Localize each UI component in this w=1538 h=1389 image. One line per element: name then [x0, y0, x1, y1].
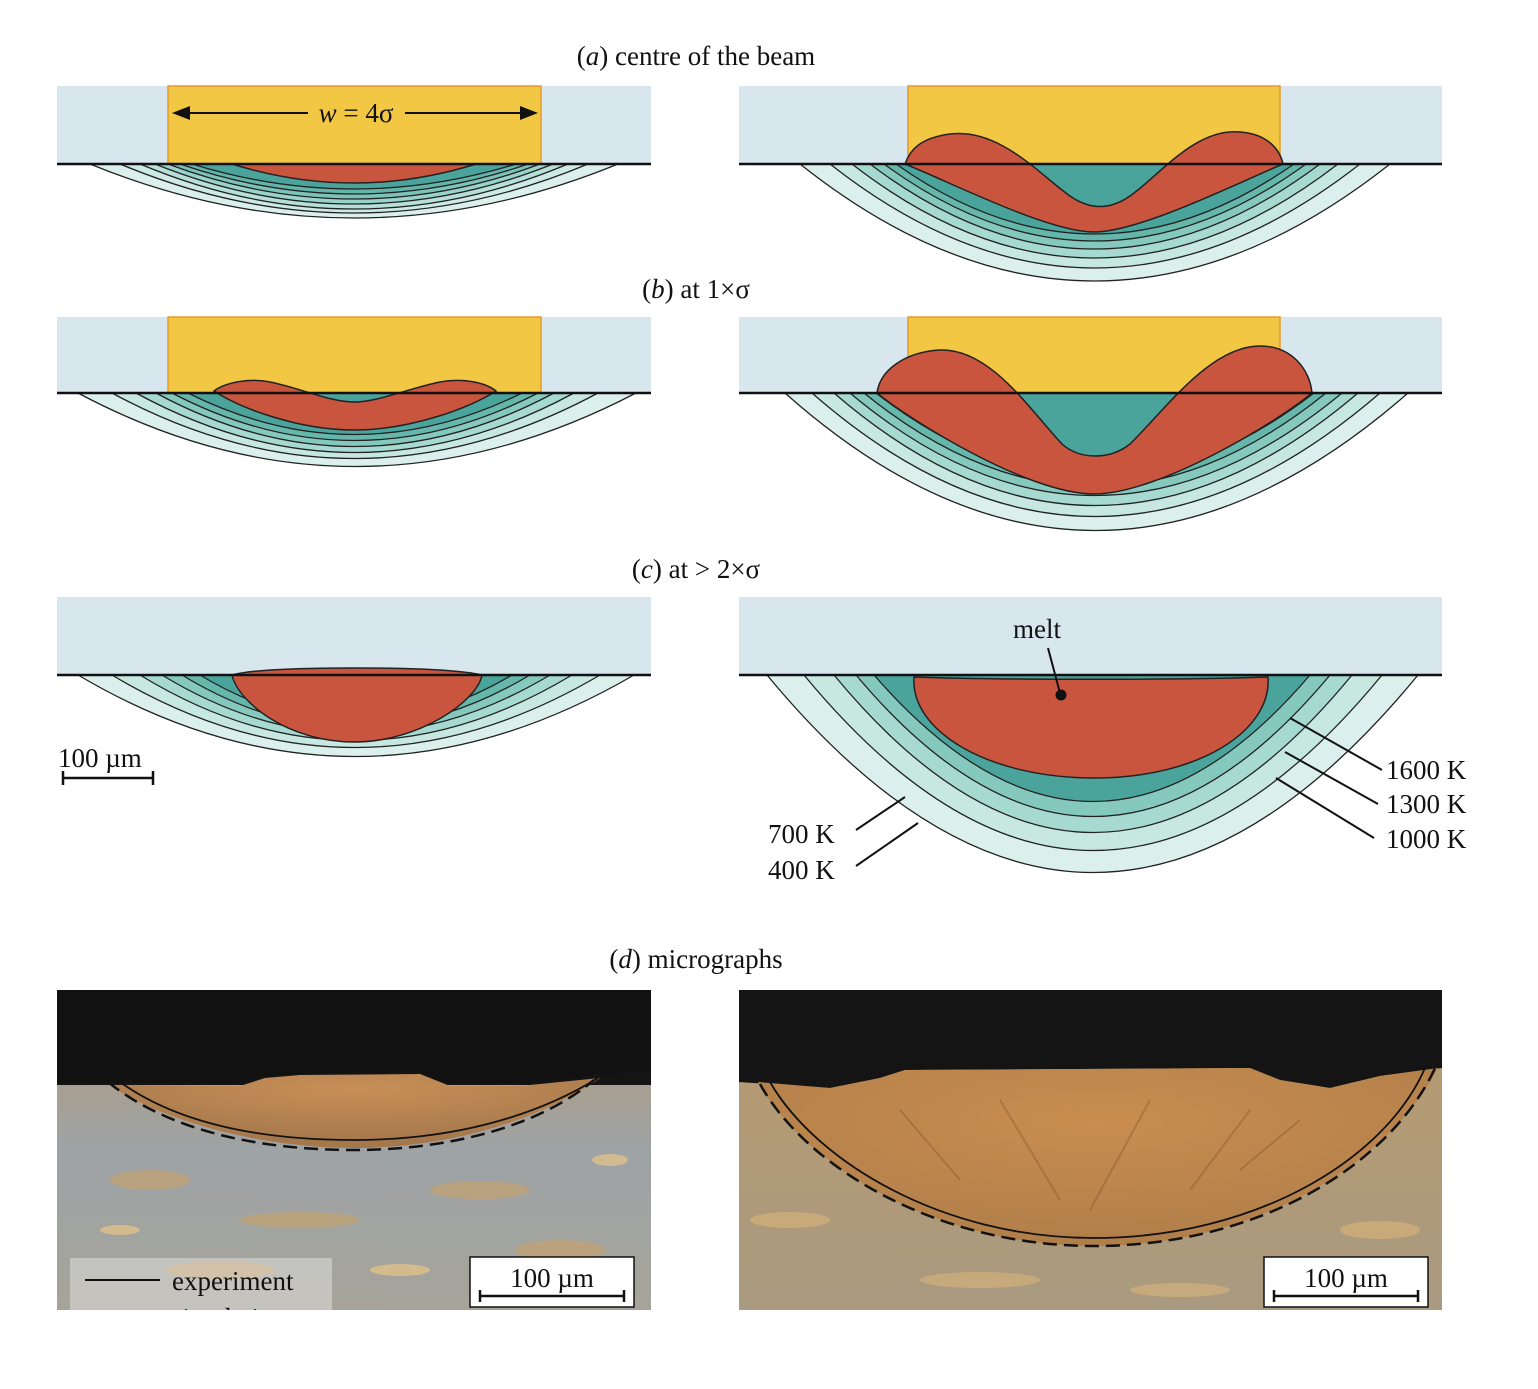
micrograph-left: experiment simulation 100 µm — [57, 990, 651, 1333]
micrograph-right: 100 µm — [739, 990, 1442, 1310]
panel-c-right: melt 1600 K 1300 K 1000 K 700 K 400 K — [739, 597, 1467, 885]
legend-simulation-label: simulation — [172, 1303, 286, 1333]
caption-b: (b) at 1×σ — [642, 274, 750, 304]
panel-b-right — [739, 316, 1442, 532]
caption-a: (a) centre of the beam — [577, 41, 815, 71]
panel-a-right — [739, 85, 1442, 282]
panel-c-left: 100 µm — [57, 597, 651, 785]
caption-c: (c) at > 2×σ — [632, 554, 761, 584]
micrograph-left-scale-label: 100 µm — [510, 1263, 594, 1293]
isotherm-400-label: 400 K — [768, 855, 835, 885]
panel-a-left: w = 4σ — [57, 85, 651, 219]
isotherm-1300-label: 1300 K — [1386, 789, 1467, 819]
scale-bar-label: 100 µm — [58, 743, 142, 773]
isotherm-700-label: 700 K — [768, 819, 835, 849]
micrograph-right-scale-label: 100 µm — [1304, 1263, 1388, 1293]
beam-width-label: w = 4σ — [319, 98, 394, 128]
caption-d: (d) micrographs — [609, 944, 782, 974]
legend-experiment-label: experiment — [172, 1266, 294, 1296]
panel-b-left — [57, 316, 651, 468]
isotherm-1600-label: 1600 K — [1386, 755, 1467, 785]
isotherm-1000-label: 1000 K — [1386, 824, 1467, 854]
melt-label: melt — [1013, 614, 1061, 644]
